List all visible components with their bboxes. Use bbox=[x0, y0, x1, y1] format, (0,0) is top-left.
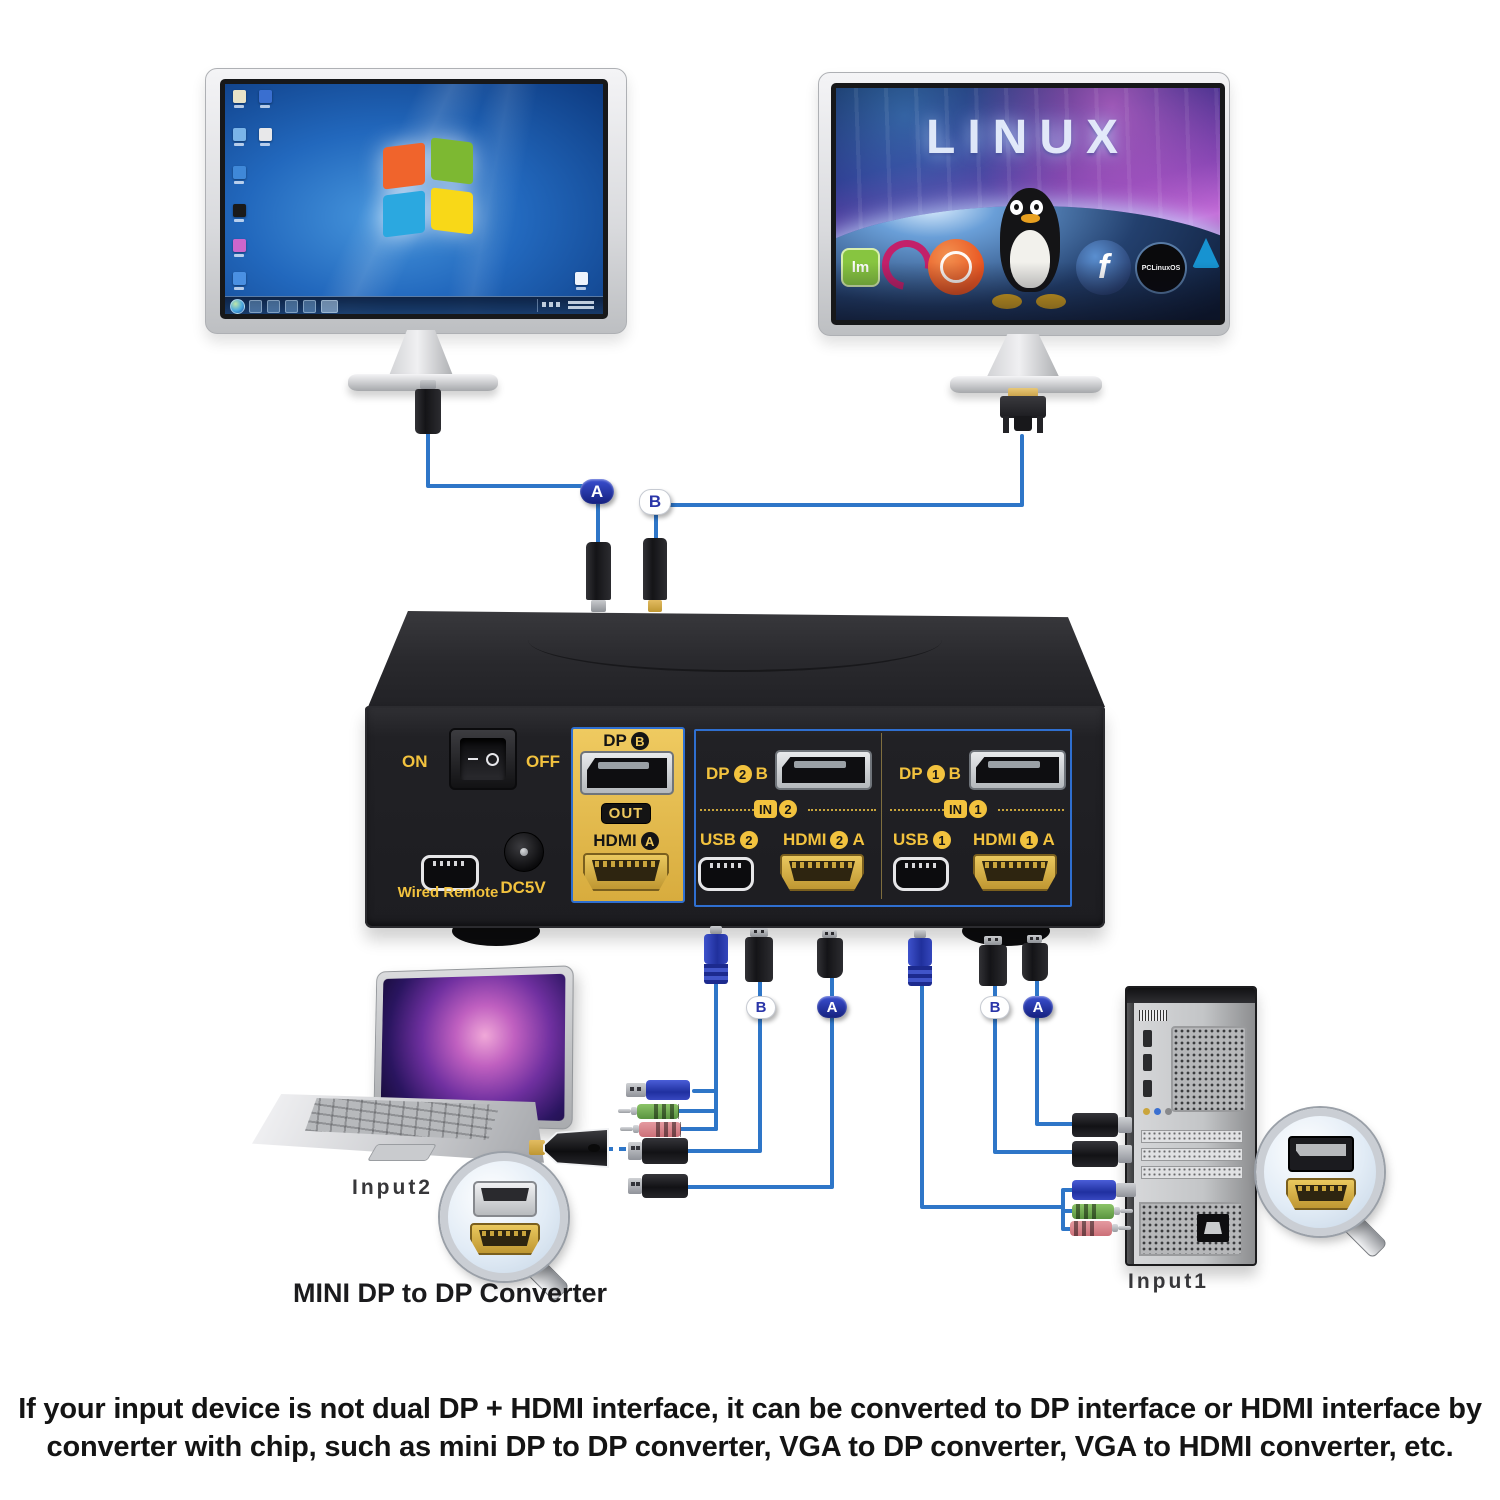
desktop-icon bbox=[233, 166, 246, 184]
kvm-out-badge: OUT bbox=[600, 803, 652, 824]
kvm-hdmi1a-port[interactable] bbox=[973, 854, 1057, 891]
kvm-usb1-port[interactable] bbox=[893, 857, 949, 891]
dp-plug-input1-icon bbox=[979, 936, 1007, 986]
kvm-label-off: OFF bbox=[526, 752, 560, 771]
dp-plug-to-kvm-out-b-icon bbox=[643, 538, 667, 612]
kvm-wired-remote-port[interactable] bbox=[421, 855, 479, 891]
desktop-tower bbox=[1125, 986, 1257, 1266]
dotted-separator bbox=[998, 809, 1064, 811]
kvm-dc5v-jack[interactable] bbox=[504, 832, 544, 872]
converter-caption: MINI DP to DP Converter bbox=[292, 1278, 608, 1308]
kvm-out-badge-wrap: OUT bbox=[571, 803, 681, 824]
dvi-plug-monitor-right-icon bbox=[998, 388, 1048, 442]
desktop-icon bbox=[259, 128, 272, 146]
kvm-in-divider bbox=[881, 733, 882, 899]
kvm-label-wired-remote: Wired Remote bbox=[397, 884, 499, 901]
input1-label: Input1 bbox=[1128, 1270, 1209, 1293]
hdmi-plug-monitor-left-icon bbox=[414, 380, 442, 434]
cable-monitorB bbox=[654, 434, 1024, 550]
linux-title: LINUX bbox=[926, 111, 1130, 164]
magnifier-input2 bbox=[440, 1153, 568, 1281]
start-orb-icon bbox=[230, 299, 245, 314]
kvm-top-surface bbox=[367, 611, 1105, 707]
cable-badge-a-input1: A bbox=[1023, 996, 1053, 1018]
kvm-usb2-port[interactable] bbox=[698, 857, 754, 891]
desktop-icon bbox=[233, 128, 246, 146]
hdmi-port-icon bbox=[1286, 1178, 1356, 1210]
monitor-linux-screen: LINUX lm f PCLinuxOS bbox=[831, 83, 1225, 325]
cable-hdmi2 bbox=[686, 974, 834, 1189]
desktop-icon bbox=[233, 204, 246, 222]
kvm-dp-out-port[interactable] bbox=[580, 751, 674, 795]
kvm-hdmi2a-port[interactable] bbox=[780, 854, 864, 891]
cable-dp1 bbox=[993, 980, 1078, 1154]
desktop-icon bbox=[233, 272, 246, 290]
magnifier-input1 bbox=[1256, 1108, 1384, 1236]
windows-taskbar bbox=[225, 296, 603, 314]
kvm-dp1b-port[interactable] bbox=[969, 750, 1066, 790]
desktop-icon bbox=[233, 239, 246, 257]
hdmi-plug-to-kvm-out-a-icon bbox=[586, 542, 611, 612]
cable-badge-b-input2: B bbox=[746, 996, 776, 1019]
dotted-separator bbox=[808, 809, 876, 811]
desktop-icon bbox=[575, 272, 588, 290]
taskbar-tray bbox=[537, 299, 600, 312]
cable-badge-b-top: B bbox=[639, 489, 671, 515]
usb-b-plug-input1-icon bbox=[908, 930, 932, 986]
kvm-dp2b-port[interactable] bbox=[775, 750, 872, 790]
dotted-separator bbox=[890, 809, 944, 811]
kvm-label-on: ON bbox=[402, 752, 428, 771]
monitor-linux-base bbox=[950, 376, 1102, 393]
power-inlet-icon bbox=[1197, 1214, 1229, 1242]
footer-line1: If your input device is not dual DP + HD… bbox=[18, 1393, 1482, 1425]
usb-b-plug-input2-icon bbox=[704, 926, 728, 984]
monitor-windows-screen bbox=[220, 79, 608, 319]
dp-port-icon bbox=[1288, 1136, 1354, 1172]
laptop-trackpad bbox=[367, 1144, 437, 1161]
dotted-separator bbox=[700, 809, 754, 811]
kvm-power-switch[interactable] bbox=[449, 728, 517, 790]
cable-monitorA bbox=[426, 426, 600, 550]
dp-plug-input2-icon bbox=[745, 928, 773, 982]
cable-badge-a-top: A bbox=[580, 479, 614, 504]
cable-badge-a-input2: A bbox=[817, 996, 847, 1018]
hdmi-plug-input2-icon bbox=[817, 930, 843, 978]
desktop-icon bbox=[233, 90, 246, 108]
input2-label: Input2 bbox=[352, 1176, 433, 1199]
cable-badge-b-input1: B bbox=[980, 996, 1010, 1019]
hdmi-port-icon bbox=[470, 1223, 540, 1255]
kvm-label-dc5v: DC5V bbox=[500, 878, 546, 897]
mini-dp-to-dp-converter-icon bbox=[543, 1128, 609, 1168]
footer-note: If your input device is not dual DP + HD… bbox=[0, 1390, 1500, 1466]
mini-dp-port-icon bbox=[473, 1181, 537, 1217]
kvm-hdmi-out-port[interactable] bbox=[583, 853, 669, 891]
cable-hdmi1 bbox=[1035, 976, 1078, 1126]
desktop-icon bbox=[259, 90, 272, 108]
cable-dp2 bbox=[686, 978, 762, 1153]
mini-dp-tip-icon bbox=[529, 1140, 545, 1155]
footer-line2: converter with chip, such as mini DP to … bbox=[46, 1431, 1454, 1463]
hdmi-plug-input1-icon bbox=[1022, 935, 1048, 981]
kvm-in-section bbox=[694, 729, 1072, 907]
